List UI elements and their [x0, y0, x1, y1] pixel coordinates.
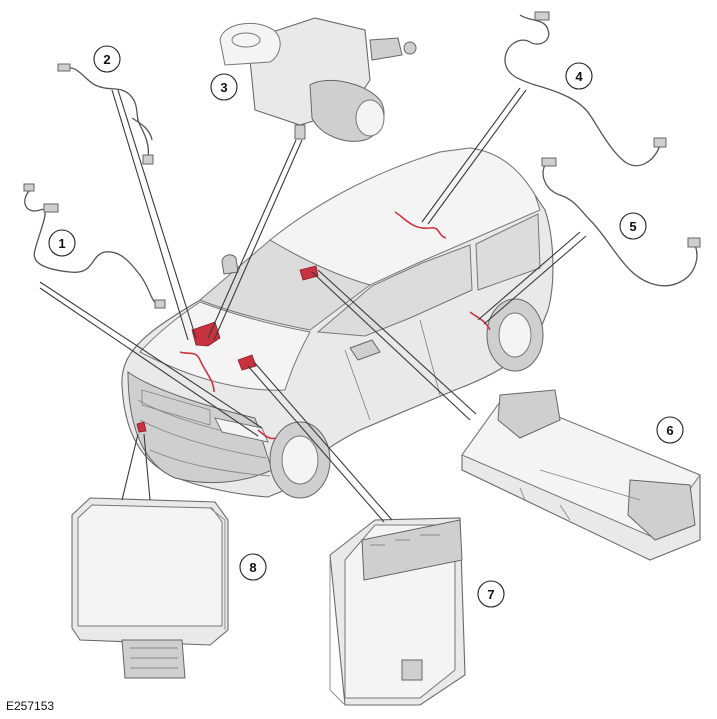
callout-5: 5 [619, 212, 647, 240]
vehicle-illustration [121, 147, 554, 499]
svg-text:7: 7 [487, 587, 494, 602]
component-1-wheel-speed-sensor [23, 183, 166, 309]
callout-2: 2 [93, 45, 121, 73]
figure-reference-id: E257153 [6, 699, 54, 713]
leader-lines [39, 87, 587, 523]
red-highlight-rear-module [299, 265, 319, 281]
callout-7: 7 [477, 580, 505, 608]
component-8-control-box [71, 497, 229, 679]
svg-text:8: 8 [249, 560, 256, 575]
svg-text:4: 4 [575, 69, 583, 84]
callout-8: 8 [239, 553, 267, 581]
callout-6: 6 [656, 416, 684, 444]
component-5-rear-sensor-harness [541, 157, 701, 287]
component-6-control-module [461, 389, 701, 561]
callout-3: 3 [210, 73, 238, 101]
component-7-electronic-control-unit [329, 517, 466, 706]
svg-text:1: 1 [58, 236, 65, 251]
svg-text:3: 3 [220, 80, 227, 95]
red-highlight-ecm [237, 354, 257, 371]
component-2-sensor-harness [57, 63, 154, 165]
svg-text:5: 5 [629, 219, 636, 234]
component-3-brake-booster-unit [219, 17, 417, 142]
red-highlight-front-sensor [136, 421, 147, 433]
svg-text:6: 6 [666, 423, 673, 438]
callout-1: 1 [48, 229, 76, 257]
callout-4: 4 [565, 62, 593, 90]
svg-text:2: 2 [103, 52, 110, 67]
component-4-rear-sensor-harness [504, 11, 667, 167]
